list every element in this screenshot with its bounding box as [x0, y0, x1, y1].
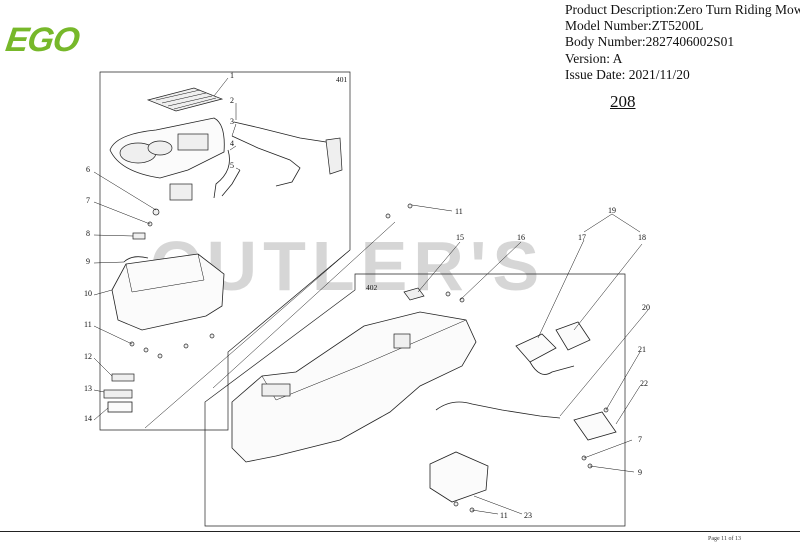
callout-13: 13	[84, 384, 92, 393]
callout-14: 14	[84, 414, 92, 423]
callout-18: 18	[638, 233, 646, 242]
plate-15	[403, 287, 425, 301]
callout-17: 17	[578, 233, 586, 242]
connector-block	[169, 183, 193, 201]
callout-7: 7	[86, 196, 90, 205]
hardware-screws	[129, 333, 215, 359]
leader-lines	[93, 77, 649, 515]
callout-11-bottom: 11	[500, 511, 508, 520]
group-label-401: 401	[336, 75, 348, 84]
wire-harness-4	[213, 149, 230, 199]
page-code: 208	[610, 92, 636, 111]
issue-date: Issue Date: 2021/11/20	[565, 66, 690, 82]
mount-23	[429, 451, 489, 503]
screw-16	[445, 291, 451, 297]
callout-4: 4	[230, 139, 234, 148]
callout-3: 3	[230, 117, 234, 126]
fender-recess	[261, 383, 291, 397]
guide-line	[144, 249, 351, 429]
guide-line	[212, 221, 396, 389]
callout-20: 20	[642, 303, 650, 312]
callout-1: 1	[230, 71, 234, 80]
part-13	[103, 389, 133, 399]
callout-23: 23	[524, 511, 532, 520]
callout-9-right: 9	[638, 468, 642, 477]
footer-rule	[0, 531, 800, 532]
callout-7-right: 7	[638, 435, 642, 444]
version: Version: A	[565, 50, 623, 66]
wire-harness-3	[231, 135, 301, 187]
cupholder-small	[147, 140, 173, 156]
screw-11b	[453, 501, 459, 507]
callout-21: 21	[638, 345, 646, 354]
screw-6	[152, 208, 160, 216]
grille-slats	[155, 89, 217, 110]
callout-11-top: 11	[455, 207, 463, 216]
wire-harness-5	[221, 169, 241, 197]
part-12	[111, 373, 135, 382]
bracket-connector	[325, 137, 343, 175]
callout-2: 2	[230, 96, 234, 105]
callout-12: 12	[84, 352, 92, 361]
wire-harness-2	[233, 121, 331, 172]
page-number: Page 11 of 13	[708, 536, 741, 542]
callout-11: 11	[84, 320, 92, 329]
group-401-boundary	[99, 71, 351, 431]
controller-18	[555, 321, 591, 351]
tray-pocket	[177, 133, 209, 151]
screw-16b	[459, 297, 465, 303]
callout-5: 5	[230, 161, 234, 170]
callout-15: 15	[456, 233, 464, 242]
screw-11e	[385, 213, 391, 219]
part-14	[107, 401, 133, 413]
callout-19: 19	[608, 206, 616, 215]
callout-16: 16	[517, 233, 525, 242]
product-description: Product Description:Zero Turn Riding Mow…	[565, 2, 800, 17]
group-label-402: 402	[366, 283, 378, 292]
wire-9	[123, 256, 149, 263]
switch-8	[132, 232, 146, 240]
callout-10: 10	[84, 289, 92, 298]
cable-20	[435, 401, 561, 419]
console-inner-edge	[125, 253, 205, 293]
group-402-boundary	[204, 273, 626, 527]
body-number: Body Number:2827406002S01	[565, 34, 735, 50]
fender-slot	[393, 333, 411, 349]
fender-body	[231, 311, 477, 463]
callout-8: 8	[86, 229, 90, 238]
screw-11d	[407, 203, 413, 209]
callout-9: 9	[86, 257, 90, 266]
bracket-22	[573, 411, 617, 441]
controller-17	[515, 333, 557, 363]
product-info: Product Description:Zero Turn Riding Mow…	[565, 2, 800, 83]
controller-cable	[529, 361, 575, 375]
lower-console-body	[111, 253, 225, 331]
callout-6: 6	[86, 165, 90, 174]
model-number: Model Number:ZT5200L	[565, 18, 704, 34]
callout-22: 22	[640, 379, 648, 388]
